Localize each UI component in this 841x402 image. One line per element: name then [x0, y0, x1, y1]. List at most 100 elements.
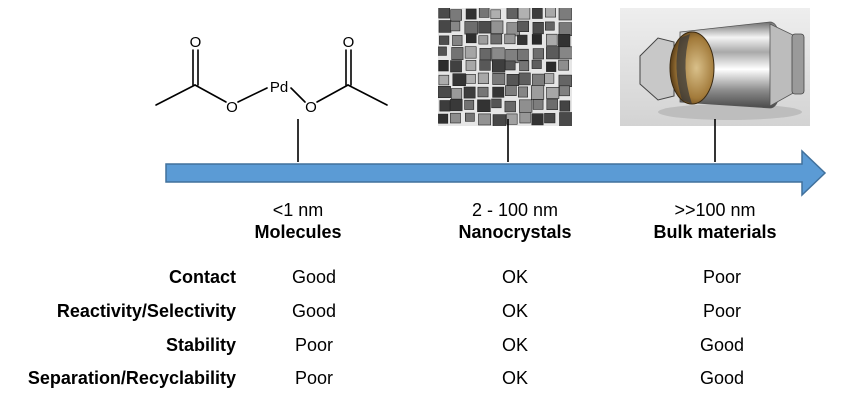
- nanocube: [450, 112, 461, 124]
- nanocube: [478, 8, 490, 18]
- nanocube: [438, 86, 451, 99]
- row-label-reactivity: Reactivity/Selectivity: [56, 301, 236, 321]
- nanocube: [519, 99, 533, 113]
- table-cell: OK: [501, 301, 528, 321]
- nanocube: [505, 85, 517, 96]
- nanocube: [559, 112, 572, 126]
- nanocrystal-tem-image: [438, 8, 572, 126]
- table-cell: Poor: [294, 368, 334, 388]
- nanocube: [451, 88, 463, 100]
- row-label-separation: Separation/Recyclability: [27, 368, 236, 388]
- nanocube: [490, 20, 504, 34]
- scale-molecules: <1 nm Molecules: [238, 199, 358, 243]
- palladium-acetate-structure: O O Pd O O: [155, 34, 388, 116]
- nanocube: [464, 112, 475, 122]
- nanocube: [452, 34, 463, 46]
- table-cell: Poor: [702, 267, 742, 287]
- nanocube: [531, 113, 544, 126]
- nanocube: [439, 35, 450, 45]
- nanocube: [463, 86, 476, 99]
- scale-size-label: 2 - 100 nm: [471, 200, 559, 220]
- table-cell: Good: [291, 301, 337, 321]
- nanocube: [478, 21, 492, 34]
- nanocube: [546, 46, 560, 60]
- nanocube: [504, 100, 516, 113]
- nanocube: [558, 59, 569, 71]
- nanocube: [546, 61, 557, 72]
- nanocube: [438, 59, 449, 72]
- oxygen-label-carbonyl-left: O: [190, 34, 202, 51]
- table-cell: Poor: [294, 335, 334, 355]
- nanocube: [532, 73, 545, 87]
- nanocube: [559, 85, 570, 97]
- nanocube: [477, 72, 489, 84]
- table-cell: OK: [501, 335, 528, 355]
- nanocube: [518, 72, 531, 86]
- nanocube: [438, 46, 447, 56]
- nanocube: [531, 85, 545, 100]
- palladium-label: Pd: [270, 79, 288, 96]
- nanocube: [517, 48, 529, 61]
- oxygen-label-bridge-right: O: [305, 99, 317, 116]
- oxygen-label-bridge-left: O: [226, 99, 238, 116]
- nanocube: [532, 8, 543, 19]
- catalytic-converter-image: [620, 8, 810, 126]
- nanocube: [438, 20, 452, 33]
- nanocube: [438, 74, 450, 86]
- nanocube: [544, 113, 556, 124]
- nanocube: [478, 113, 491, 126]
- row-label-stability: Stability: [165, 335, 236, 355]
- nanocube: [559, 100, 571, 112]
- nanocube: [450, 99, 463, 112]
- nanocube: [559, 46, 572, 60]
- nanocube: [439, 100, 451, 112]
- nanocube: [492, 86, 505, 98]
- nanocube: [517, 34, 528, 45]
- scale-category-label: Nanocrystals: [458, 222, 572, 242]
- nanocube: [544, 73, 555, 84]
- nanocube: [517, 8, 531, 20]
- nanocube: [504, 33, 516, 45]
- nanocube: [491, 47, 505, 62]
- nanocube: [532, 48, 544, 60]
- nanocube: [465, 59, 477, 71]
- nanocube: [450, 9, 462, 21]
- row-label-contact: Contact: [169, 267, 236, 287]
- nanocube: [546, 98, 558, 110]
- scale-category-label: Molecules: [254, 222, 342, 242]
- nanocube: [531, 59, 542, 69]
- arrow-body: [165, 149, 827, 197]
- nanocube: [464, 99, 475, 110]
- nanocube: [492, 114, 507, 126]
- nanocube: [438, 113, 449, 124]
- nanocube: [477, 86, 489, 98]
- table-cell: OK: [501, 267, 528, 287]
- nanocube: [532, 99, 544, 110]
- nanocube: [450, 21, 461, 32]
- nanocube: [532, 22, 544, 35]
- nanocube: [438, 8, 450, 19]
- nanocube: [491, 98, 502, 109]
- table-cell: Good: [699, 368, 745, 388]
- nanocube: [546, 87, 560, 99]
- nanocube: [450, 60, 462, 73]
- nanocube: [478, 35, 489, 45]
- nanocube: [546, 33, 558, 46]
- nanocube: [479, 59, 491, 71]
- nanocube: [504, 60, 516, 71]
- table-cell: Good: [699, 335, 745, 355]
- scale-bulk: >>100 nm Bulk materials: [625, 199, 805, 243]
- nanocube: [492, 73, 506, 85]
- nanocube: [479, 47, 492, 61]
- nanocube: [531, 34, 542, 45]
- nanocube: [490, 33, 503, 45]
- nanocube: [558, 8, 572, 21]
- nanocube: [465, 74, 476, 84]
- nanocube: [451, 47, 464, 61]
- nanocube: [464, 21, 478, 35]
- nanocube: [506, 74, 520, 87]
- nanocube: [506, 113, 518, 125]
- nanocube: [519, 60, 530, 72]
- nanocube: [558, 33, 571, 47]
- nanocube: [464, 46, 477, 59]
